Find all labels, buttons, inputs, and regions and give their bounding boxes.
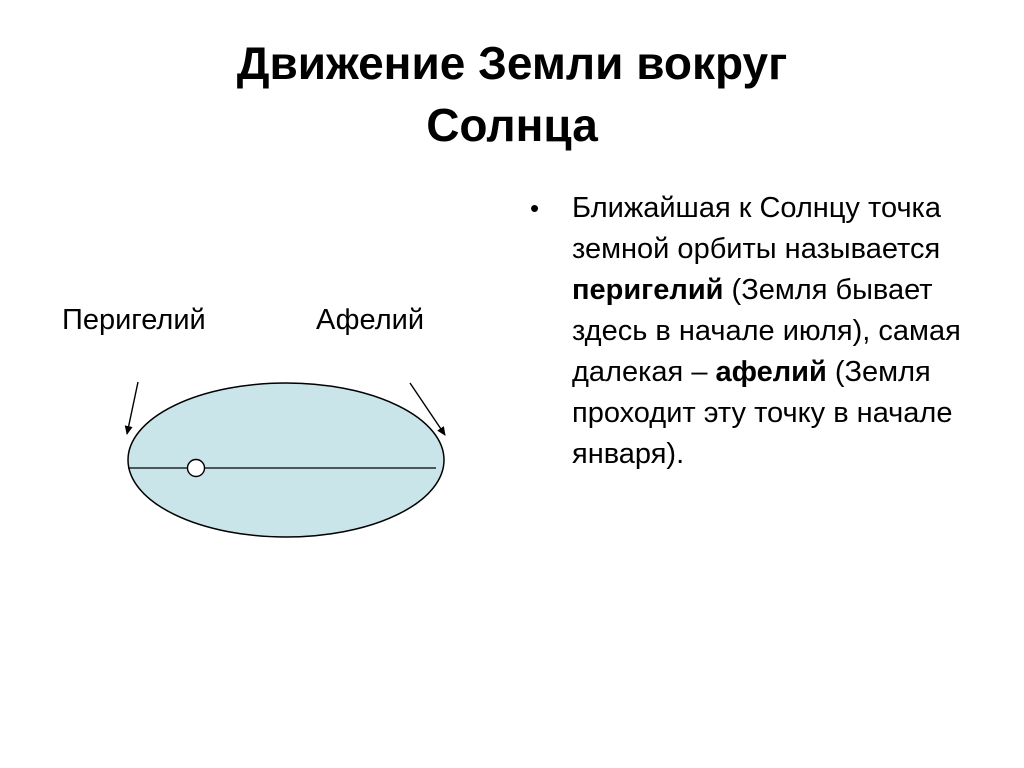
perihelion-arrow xyxy=(124,381,139,435)
sun-circle xyxy=(186,458,206,478)
aphelion-arrow xyxy=(409,382,446,436)
perihelion-label: Перигелий xyxy=(62,304,206,336)
bullet-text-part-3: (Земля проходит эту точку в начале январ… xyxy=(572,356,953,470)
term-aphelion: афелий xyxy=(715,356,827,388)
earth-orbit-ellipse xyxy=(127,382,445,538)
bullet-text-part-1: Ближайшая к Солнцу точка земной орбиты н… xyxy=(572,192,941,265)
bullet-text-part-2: (Земля бывает здесь в начале июля), сама… xyxy=(572,274,961,388)
aphelion-label: Афелий xyxy=(316,304,425,336)
bullet-list: • Ближайшая к Солнцу точка земной орбиты… xyxy=(528,188,968,475)
bullet-item: • Ближайшая к Солнцу точка земной орбиты… xyxy=(528,188,968,475)
title-line-2: Солнца xyxy=(426,99,598,151)
bullet-marker: • xyxy=(530,193,540,223)
title-line-1: Движение Земли вокруг xyxy=(236,37,788,89)
term-perihelion: перигелий xyxy=(572,274,724,306)
slide-title: Движение Земли вокруг Солнца xyxy=(60,32,964,156)
